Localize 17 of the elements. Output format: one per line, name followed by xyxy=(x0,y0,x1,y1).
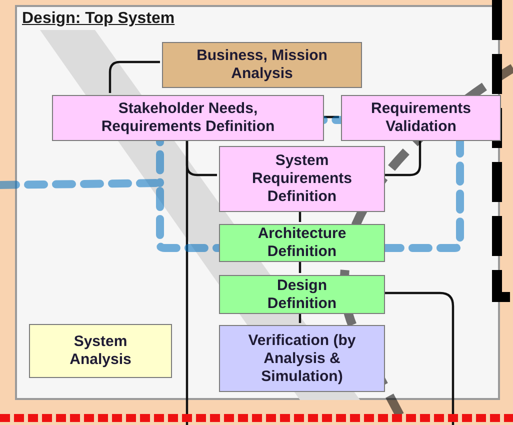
connector-line xyxy=(322,116,339,118)
connector-line xyxy=(108,60,160,93)
process-box: Architecture Definition xyxy=(219,224,385,262)
connector-line xyxy=(383,292,454,425)
process-box: System Analysis xyxy=(29,324,172,378)
process-box: Requirements Validation xyxy=(341,95,501,141)
process-box: Stakeholder Needs, Requirements Definition xyxy=(52,95,324,141)
process-box: Verification (by Analysis & Simulation) xyxy=(219,325,385,392)
connector-line xyxy=(298,210,302,222)
connector-line xyxy=(298,312,302,323)
process-box: Business, Mission Analysis xyxy=(162,42,362,88)
process-box: System Requirements Definition xyxy=(219,146,385,212)
connector-line xyxy=(383,139,422,176)
process-box: Design Definition xyxy=(219,275,385,314)
panel-heading: Design: Top System xyxy=(22,9,175,29)
connector-line xyxy=(298,260,302,273)
connector-line xyxy=(186,139,188,425)
